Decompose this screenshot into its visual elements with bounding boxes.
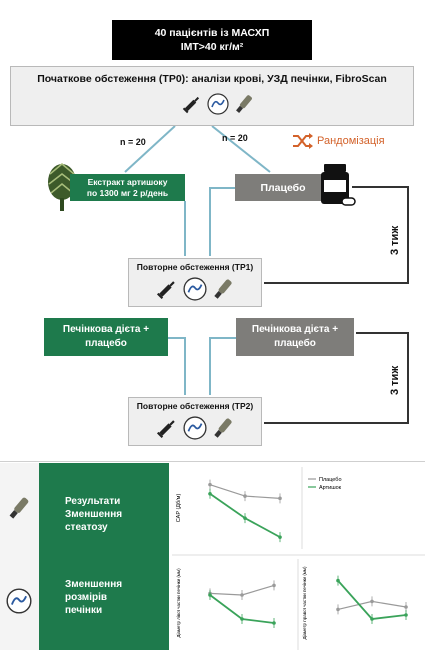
liver-line3: печінки xyxy=(65,605,103,616)
liver-size-outcome: Зменшення розмірів печінки xyxy=(65,578,122,617)
pill-bottle-icon xyxy=(321,164,356,206)
data-point xyxy=(336,578,340,583)
placebo-label: Плацебо xyxy=(260,181,306,194)
results-charts: CAP (Дб/м) Діаметр лівої частки печінки … xyxy=(172,467,425,650)
result-icon-column xyxy=(0,463,39,650)
ultrasound-icon xyxy=(207,93,229,115)
duration-label-1: 3 тиж xyxy=(389,225,401,255)
syringe-icon xyxy=(182,96,200,114)
followup-tp2-box: Повторне обстеження (TP2) xyxy=(128,397,262,446)
steatosis-line2: Зменшення xyxy=(65,509,123,520)
diet-grey-line1: Печінкова дієта + xyxy=(251,324,339,335)
data-point xyxy=(240,593,244,597)
left-lobe-axis-label: Діаметр лівої частки печінки (мм) xyxy=(176,568,181,638)
data-point xyxy=(404,605,408,609)
liver-line1: Зменшення xyxy=(65,579,123,590)
fibroscan-probe-icon xyxy=(214,279,232,299)
right-lobe-axis-label: Діаметр правої частки печінки (мм) xyxy=(302,566,307,640)
fibroscan-probe-icon xyxy=(214,418,232,438)
connector-line xyxy=(211,125,271,173)
data-point xyxy=(278,496,282,501)
baseline-label: Початкове обстеження (TP0): аналізи кров… xyxy=(37,73,387,85)
data-point xyxy=(278,535,282,539)
syringe-icon xyxy=(156,420,175,439)
fibroscan-probe-icon xyxy=(236,95,252,113)
fibroscan-probe-icon xyxy=(9,497,29,519)
data-point xyxy=(240,617,244,621)
ultrasound-icon xyxy=(183,416,207,440)
data-point xyxy=(208,593,212,597)
connector-line xyxy=(168,337,186,395)
liver-diet-artichoke-arm-box: Печінкова дієта + плацебо xyxy=(44,318,168,356)
data-point xyxy=(243,494,247,498)
plot-area xyxy=(208,479,408,628)
study-population-box: 40 пацієнтів із МАСХП ІМТ>40 кг/м² xyxy=(112,20,312,60)
arm-size-left: n = 20 xyxy=(120,137,146,147)
legend-placebo-label: Плацебо xyxy=(319,477,342,483)
baseline-exam-box: Початкове обстеження (TP0): аналізи кров… xyxy=(10,66,414,126)
data-point xyxy=(404,613,408,617)
data-point xyxy=(243,516,247,520)
diet-grey-line2: плацебо xyxy=(274,338,316,349)
chart-legend: Плацебо Артишок xyxy=(308,477,342,491)
connector-line xyxy=(124,125,176,173)
data-point xyxy=(336,607,340,612)
connector-line xyxy=(209,337,236,395)
arm-size-right: n = 20 xyxy=(222,133,248,143)
cap-axis-label: CAP (Дб/м) xyxy=(176,494,182,523)
population-text: 40 пацієнтів із МАСХП xyxy=(154,27,270,39)
artichoke-line2: по 1300 мг 2 р/день xyxy=(86,187,169,198)
diet-green-line2: плацебо xyxy=(85,338,127,349)
bmi-text: ІМТ>40 кг/м² xyxy=(180,41,244,53)
ultrasound-icon xyxy=(183,277,207,301)
bracket-line xyxy=(264,186,409,284)
steatosis-line3: стеатозу xyxy=(65,522,108,533)
connector-line xyxy=(209,187,236,256)
followup-tp2-label: Повторне обстеження (TP2) xyxy=(136,401,254,411)
duration-label-2: 3 тиж xyxy=(389,365,401,395)
followup-tp1-box: Повторне обстеження (TP1) xyxy=(128,258,262,307)
syringe-icon xyxy=(156,281,175,300)
data-point xyxy=(272,583,276,588)
shuffle-icon xyxy=(293,133,313,149)
exam-icons xyxy=(155,277,235,301)
legend-artichoke-label: Артишок xyxy=(319,485,342,491)
exam-icons xyxy=(181,93,255,115)
diet-green-line1: Печінкова дієта + xyxy=(62,324,150,335)
data-point xyxy=(370,599,374,604)
artichoke-extract-box: Екстракт артишоку по 1300 мг 2 р/день xyxy=(70,174,185,201)
randomization-label-group: Рандомізація xyxy=(292,133,385,149)
bracket-line xyxy=(264,332,409,424)
data-point xyxy=(370,617,374,621)
steatosis-outcome: Результати Зменшення стеатозу xyxy=(65,495,122,534)
randomization-label: Рандомізація xyxy=(317,135,385,147)
followup-tp1-label: Повторне обстеження (TP1) xyxy=(136,262,254,272)
data-point xyxy=(208,482,212,487)
liver-diet-placebo-arm-box: Печінкова дієта + плацебо xyxy=(236,318,354,356)
results-section xyxy=(0,461,425,650)
liver-line2: розмірів xyxy=(65,592,108,603)
placebo-box: Плацебо xyxy=(235,174,331,201)
data-point xyxy=(208,492,212,496)
artichoke-line1: Екстракт артишоку xyxy=(87,176,168,187)
steatosis-line1: Результати xyxy=(65,496,121,507)
outcomes-panel: Результати Зменшення стеатозу Зменшення … xyxy=(39,463,169,650)
exam-icons xyxy=(155,416,235,440)
data-point xyxy=(272,621,276,625)
ultrasound-icon xyxy=(6,588,32,614)
